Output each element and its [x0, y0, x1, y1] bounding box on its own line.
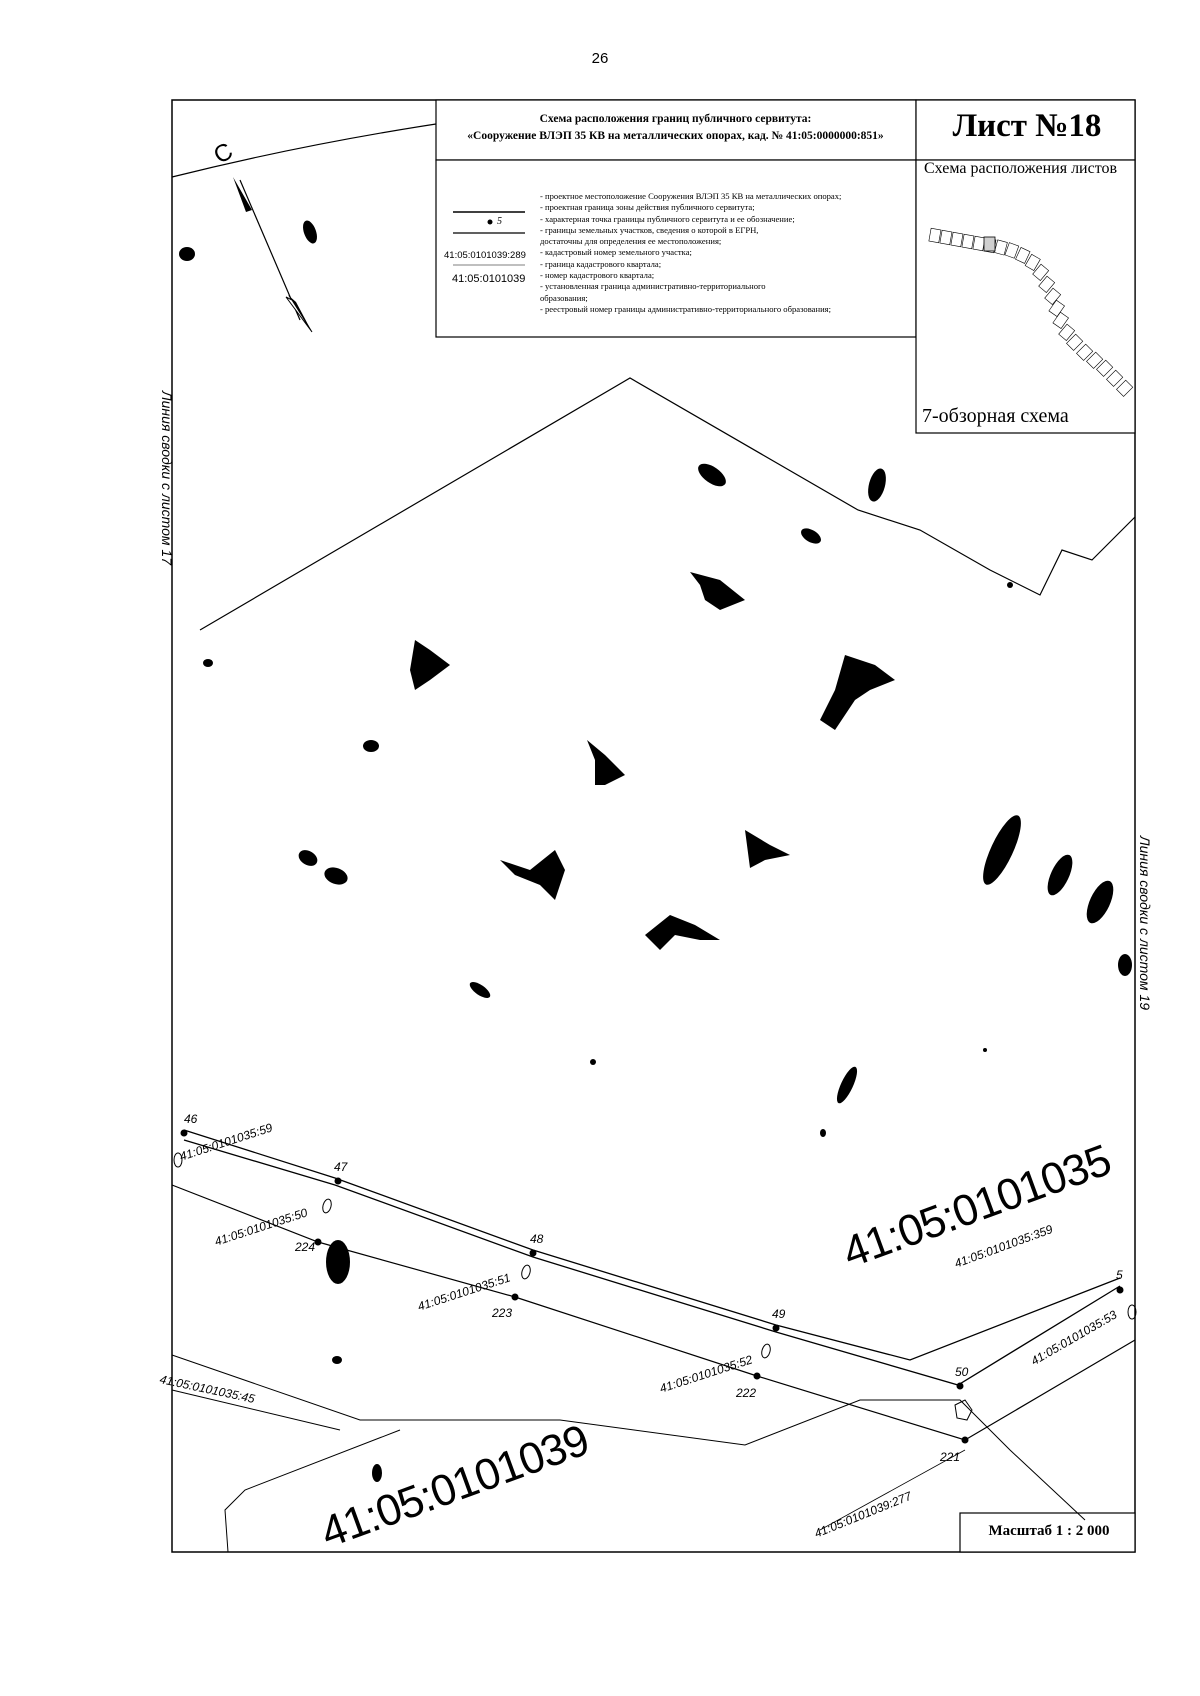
title-line-2: «Сооружение ВЛЭП 35 КВ на металлических …	[467, 130, 884, 142]
parcel-boundary	[199, 377, 1136, 631]
lower-parcel-boundary	[171, 1389, 341, 1431]
legend-item: - граница кадастрового квартала;	[540, 258, 662, 269]
boundary-point-label: 221	[940, 1450, 961, 1464]
lower-quarter-boundary	[171, 1354, 1086, 1521]
power-line-upper	[183, 1129, 1121, 1361]
legend-item: образования;	[540, 292, 588, 303]
servitude-zone-boundary	[171, 1184, 1136, 1441]
left-edge-label: Линия сводки с листом 17	[158, 391, 175, 565]
sheet-title: Схема расположения границ публичного сер…	[437, 103, 914, 159]
line-point-label: 48	[530, 1232, 544, 1246]
power-line-lower	[183, 1139, 1121, 1386]
lower-curve	[224, 1429, 401, 1553]
legend-parcel-example: 41:05:0101039:289	[444, 250, 526, 261]
legend-quarter-example: 41:05:0101039	[452, 273, 526, 285]
line-point-label: 46	[184, 1112, 198, 1126]
sheet-layout-label: Схема расположения листов	[924, 160, 1118, 177]
overview-sheets	[928, 227, 1134, 397]
title-line-1: Схема расположения границ публичного сер…	[539, 113, 812, 125]
scale-box	[959, 1512, 1136, 1553]
legend-item: - кадастровый номер земельного участка;	[540, 247, 692, 258]
scale-label: Масштаб 1 : 2 000	[988, 1523, 1110, 1539]
legend-point-number: 5	[497, 216, 502, 227]
legend-item: - установленная граница административно-…	[540, 281, 766, 292]
legend-item: - проектная граница зоны действия публич…	[540, 202, 755, 213]
parcel-277-leader	[819, 1449, 966, 1531]
sheet-number: Лист №18	[952, 108, 1102, 144]
right-edge-label: Линия сводки с листом 19	[1136, 836, 1153, 1010]
vegetation-blobs	[179, 220, 1132, 1482]
title-box	[435, 99, 917, 161]
boundary-point-label: 224	[295, 1240, 316, 1254]
top-left-boundary	[171, 123, 437, 178]
boundary-point-label: 223	[492, 1306, 513, 1320]
overview-current-sheet	[983, 236, 996, 252]
legend-point-symbol	[487, 219, 493, 225]
overview-label: 7-обзорная схема	[922, 405, 1069, 427]
legend-item: - проектное местоположение Сооружения ВЛ…	[540, 191, 842, 201]
legend-items: - проектное местоположение Сооружения ВЛ…	[540, 191, 915, 315]
tower-outlines	[173, 1152, 1137, 1421]
line-point-label: 47	[334, 1160, 348, 1174]
north-arrow-icon	[233, 177, 313, 333]
page-number: 26	[591, 50, 609, 67]
legend-box	[435, 159, 917, 338]
line-point-label: 49	[772, 1307, 786, 1321]
legend-item: - реестровый номер границы административ…	[540, 303, 832, 314]
line-point-label: 50	[955, 1365, 969, 1379]
line-points	[180, 1129, 1124, 1444]
legend-item: - номер кадастрового квартала;	[540, 270, 655, 281]
legend-item: достаточны для определения ее местополож…	[540, 236, 722, 247]
overview-box	[915, 159, 1136, 434]
boundary-point-label: 222	[736, 1386, 757, 1400]
sheet-number-box	[915, 99, 1136, 161]
line-point-label: 5	[1116, 1268, 1123, 1282]
legend-item: - характерная точка границы публичного с…	[540, 213, 795, 224]
legend-item: - границы земельных участков, сведения о…	[540, 224, 759, 235]
